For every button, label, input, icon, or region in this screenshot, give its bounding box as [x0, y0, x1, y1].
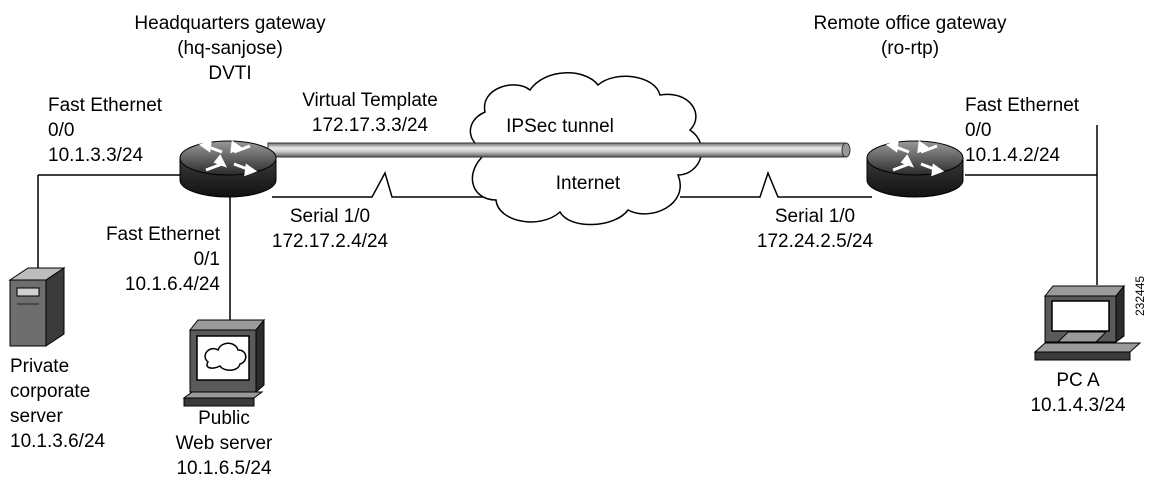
- web-server-label-line2: Web server: [176, 433, 273, 454]
- remote-serial-ip: 172.24.2.5/24: [757, 231, 874, 252]
- hq-fe01-label-line2: 0/1: [194, 249, 220, 270]
- workstation-icon: [1033, 284, 1142, 361]
- private-server-label-line2: corporate: [10, 381, 90, 402]
- router-icon: [866, 139, 964, 198]
- pc-a-label: PC A: [1056, 370, 1100, 391]
- hq-fe01-label-line3: 10.1.6.4/24: [125, 274, 221, 295]
- remote-title-line1: Remote office gateway: [814, 13, 1007, 34]
- ipsec-tunnel-pipe: [267, 142, 851, 158]
- hq-serial-ip: 172.17.2.4/24: [272, 231, 389, 252]
- hq-fe00-label-line3: 10.1.3.3/24: [48, 145, 144, 166]
- ipsec-tunnel-label: IPSec tunnel: [506, 116, 614, 137]
- web-server-ip: 10.1.6.5/24: [176, 458, 272, 479]
- remote-fe-label-line1: Fast Ethernet: [965, 95, 1080, 116]
- hq-fe01-label-line1: Fast Ethernet: [106, 224, 221, 245]
- private-server-label-line1: Private: [10, 356, 69, 377]
- virtual-template-label: Virtual Template: [302, 90, 438, 111]
- private-server-ip: 10.1.3.6/24: [10, 431, 106, 452]
- pc-a-ip: 10.1.4.3/24: [1030, 395, 1126, 416]
- remote-title-line2: (ro-rtp): [881, 38, 939, 59]
- figure-id: 232445: [1133, 276, 1147, 316]
- router-icon: [179, 139, 277, 198]
- remote-serial-link: [680, 170, 872, 198]
- remote-fe-label-line2: 0/0: [965, 120, 991, 141]
- hq-fe00-label-line1: Fast Ethernet: [48, 95, 163, 116]
- hq-title-line3: DVTI: [208, 63, 251, 84]
- workstation-icon: [182, 318, 266, 407]
- hq-title-line2: (hq-sanjose): [177, 38, 283, 59]
- private-server-label-line3: server: [10, 406, 63, 427]
- web-server-label-line1: Public: [198, 408, 250, 429]
- hq-fe00-label-line2: 0/0: [48, 120, 74, 141]
- server-tower-icon: [8, 267, 66, 347]
- internet-label: Internet: [556, 173, 621, 194]
- hq-serial-label: Serial 1/0: [290, 206, 370, 227]
- virtual-template-ip: 172.17.3.3/24: [312, 115, 429, 136]
- remote-fe-label-line3: 10.1.4.2/24: [965, 145, 1061, 166]
- remote-serial-label: Serial 1/0: [775, 206, 855, 227]
- ethernet-links: [37, 125, 1098, 328]
- hq-title-line1: Headquarters gateway: [134, 13, 326, 34]
- hq-serial-link: [272, 171, 495, 198]
